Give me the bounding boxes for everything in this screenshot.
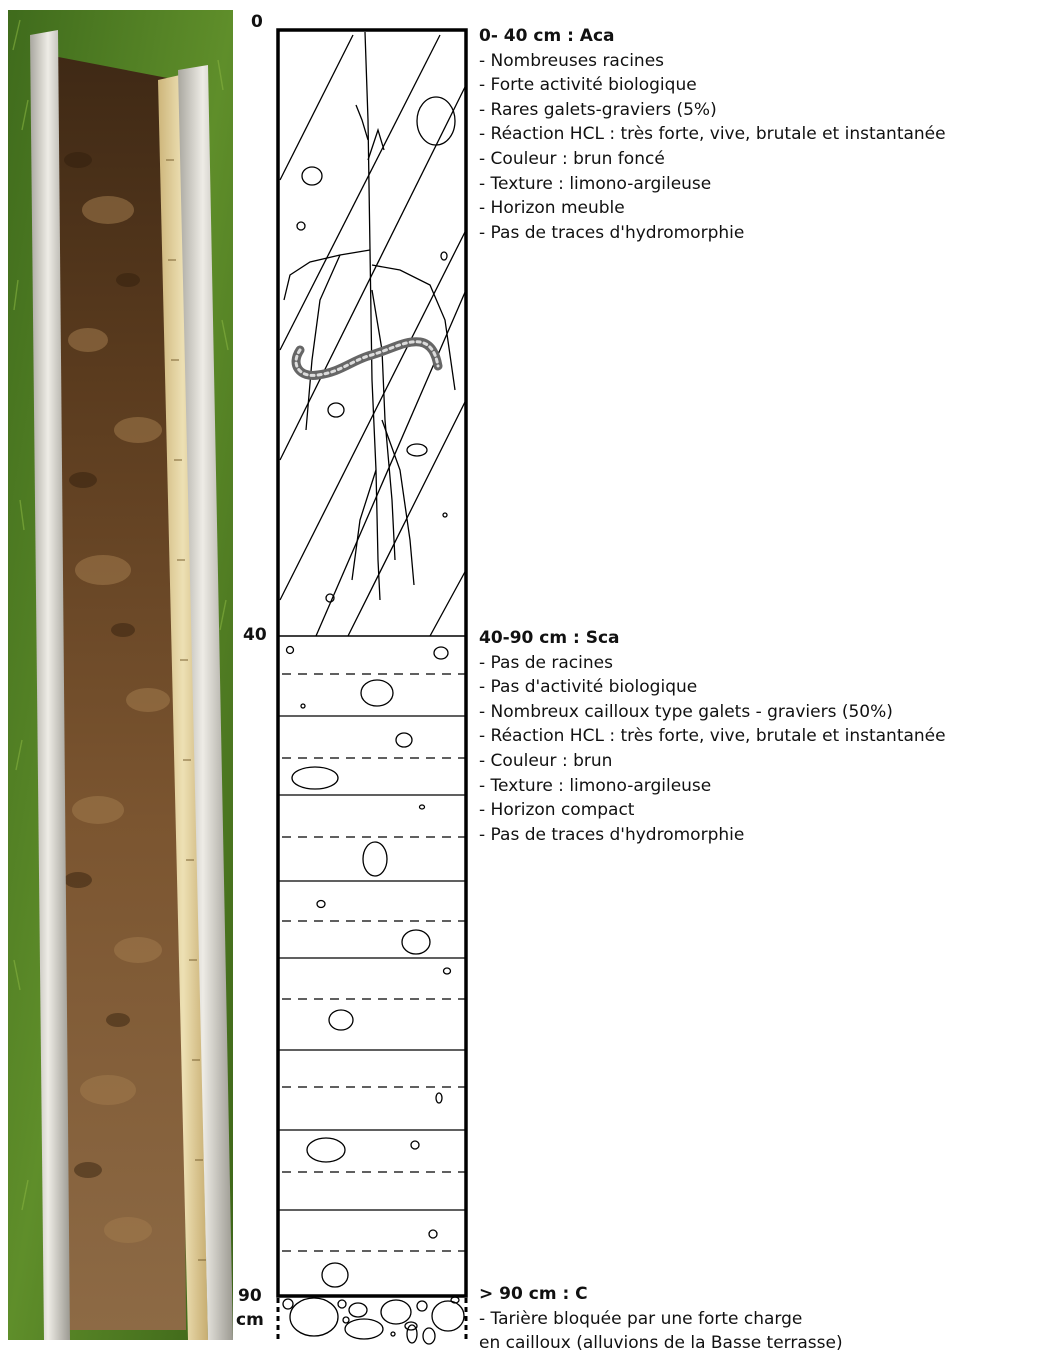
depth-label-90: 90 xyxy=(238,1286,262,1306)
horizon-aca-item: Texture : limono-argileuse xyxy=(479,172,1051,197)
horizon-sca-item: Réaction HCL : très forte, vive, brutale… xyxy=(479,724,1051,749)
layer-lines xyxy=(278,716,466,1210)
roots xyxy=(284,32,455,600)
horizon-sca-title: 40-90 cm : Sca xyxy=(479,626,1051,651)
earthworm xyxy=(296,342,438,376)
horizon-sca-item: Pas d'activité biologique xyxy=(479,675,1051,700)
depth-label-40: 40 xyxy=(243,625,267,645)
horizon-aca-item: Rares galets-graviers (5%) xyxy=(479,98,1051,123)
horizon-c-note: - Tarière bloquée par une forte charge xyxy=(479,1307,1051,1332)
horizon-aca-description: 0- 40 cm : Aca Nombreuses racines Forte … xyxy=(479,24,1051,245)
horizon-c-note: en cailloux (alluvions de la Basse terra… xyxy=(479,1331,1051,1356)
horizon-sca-description: 40-90 cm : Sca Pas de racines Pas d'acti… xyxy=(479,626,1051,847)
sca-horizon-drawing xyxy=(278,647,466,1288)
horizon-aca-item: Nombreuses racines xyxy=(479,49,1051,74)
pebbles xyxy=(287,647,451,1288)
aca-horizon-drawing xyxy=(280,32,466,636)
horizon-sca-item: Texture : limono-argileuse xyxy=(479,774,1051,799)
horizon-aca-item: Horizon meuble xyxy=(479,196,1051,221)
horizon-aca-item: Pas de traces d'hydromorphie xyxy=(479,221,1051,246)
horizon-aca-item: Réaction HCL : très forte, vive, brutale… xyxy=(479,122,1051,147)
horizon-sca-item: Nombreux cailloux type galets - graviers… xyxy=(479,700,1051,725)
dashed-lines xyxy=(282,674,466,1251)
profile-column xyxy=(278,30,466,1296)
horizon-aca-item: Forte activité biologique xyxy=(479,73,1051,98)
column-outline xyxy=(278,30,466,1296)
horizon-aca-title: 0- 40 cm : Aca xyxy=(479,24,1051,49)
horizon-sca-item: Horizon compact xyxy=(479,798,1051,823)
horizon-aca-item: Couleur : brun foncé xyxy=(479,147,1051,172)
horizon-sca-item: Pas de racines xyxy=(479,651,1051,676)
depth-unit-label: cm xyxy=(236,1310,264,1330)
c-horizon-gravels xyxy=(278,1297,466,1344)
depth-label-top: 0 xyxy=(251,12,263,32)
horizon-c-description: > 90 cm : C - Tarière bloquée par une fo… xyxy=(479,1282,1051,1356)
horizon-sca-item: Couleur : brun xyxy=(479,749,1051,774)
horizon-sca-item: Pas de traces d'hydromorphie xyxy=(479,823,1051,848)
structure-lines xyxy=(280,35,466,636)
horizon-c-title: > 90 cm : C xyxy=(479,1282,1051,1307)
